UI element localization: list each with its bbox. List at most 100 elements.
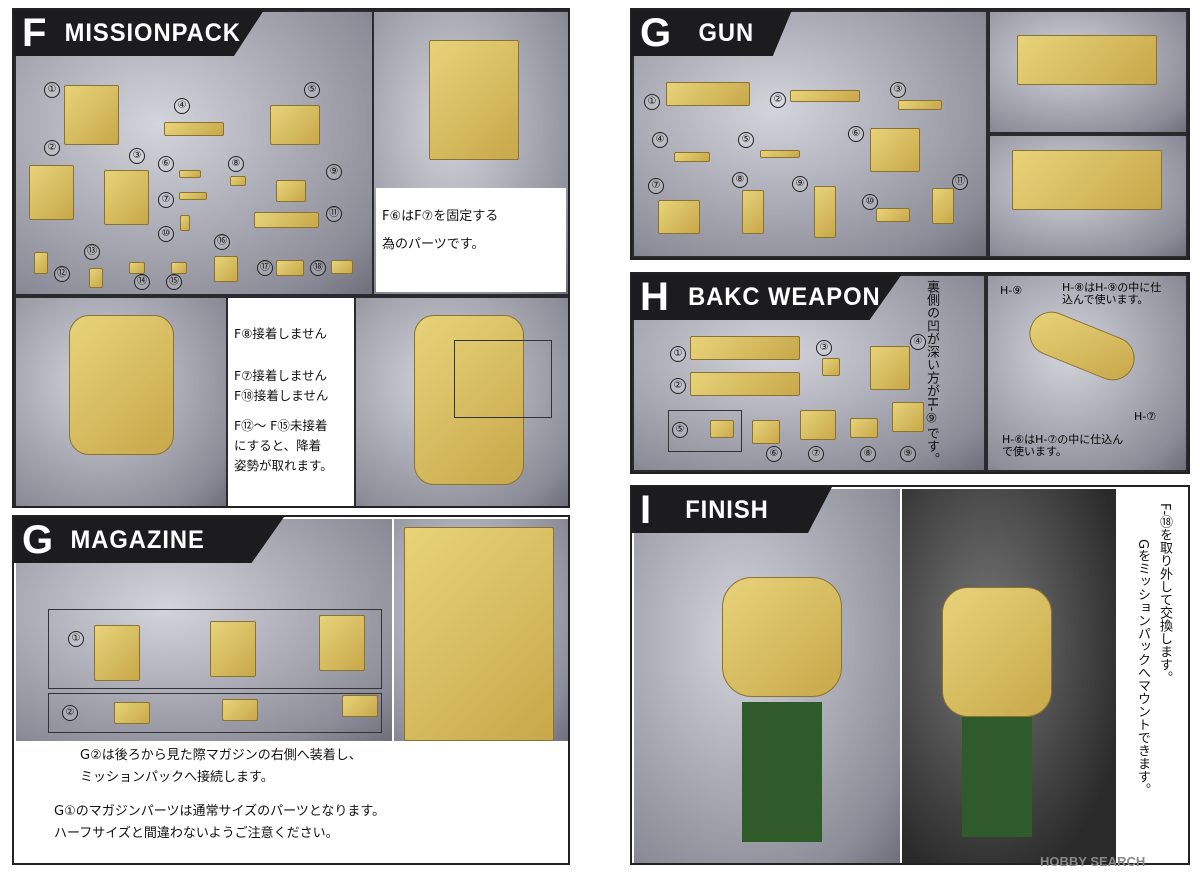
- model-part: [230, 176, 246, 186]
- part-number: ⑨: [792, 176, 808, 192]
- f-parts-photo: [16, 12, 372, 294]
- gun-model-magazine: [1012, 150, 1162, 210]
- g-mag-notes: G②は後ろから見た際マガジンの右側へ装着し、 ミッションパックへ接続します。 G…: [54, 745, 385, 845]
- section-title: GUN: [698, 18, 755, 47]
- part-number: ⑥: [848, 126, 864, 142]
- section-letter: G: [640, 10, 672, 55]
- g2-box: [48, 693, 382, 733]
- model-part: [742, 190, 764, 234]
- part-number: ⑧: [732, 172, 748, 188]
- i-header: I FINISH: [632, 487, 832, 533]
- part-number: ⑮: [166, 274, 182, 290]
- magazine-connector: [222, 699, 258, 721]
- model-part: [674, 152, 710, 162]
- caption-line: F⑦接着しません: [234, 368, 328, 383]
- model-part: [690, 336, 800, 360]
- part-number: ⑧: [860, 446, 876, 462]
- part-number: ⑤: [672, 422, 688, 438]
- mounted-magazines: [404, 527, 554, 741]
- part-number: ⑰: [257, 260, 273, 276]
- section-title: BAKC WEAPON: [687, 282, 881, 311]
- model-part: [760, 150, 800, 158]
- model-part: [898, 100, 942, 110]
- h-vertical-note: 裏側の凹が深い方がH-⑨です。: [924, 280, 939, 466]
- gun-model: [1017, 35, 1157, 85]
- model-part: [164, 122, 224, 136]
- part-number: ②: [44, 140, 60, 156]
- note-line: ミッションパックへ接続します。: [80, 770, 274, 785]
- caption-line: F⑱接着しません: [234, 388, 329, 403]
- part-number: ⑬: [84, 244, 100, 260]
- part-number: ⑱: [310, 260, 326, 276]
- caption-line: F⑧接着しません: [234, 326, 328, 341]
- h-assembly-photo: [988, 276, 1186, 470]
- f-caption-top: F⑥はF⑦を固定する 為のパーツです。: [376, 188, 566, 292]
- part-number: ④: [174, 98, 190, 114]
- model-part: [64, 85, 119, 145]
- section-i-finish: I FINISH F-⑱を取り外して交換します。 Gをミッションパックへマウントで…: [630, 485, 1190, 865]
- magazine-part: [210, 621, 256, 677]
- note-line: ハーフサイズと間違わないようご注意ください。: [54, 826, 339, 841]
- h5-box: [668, 410, 742, 452]
- part-number: ⑤: [738, 132, 754, 148]
- model-part: [870, 346, 910, 390]
- model-part: [276, 260, 304, 276]
- part-number: ⑩: [862, 194, 878, 210]
- model-part: [666, 82, 750, 106]
- i-notes: F-⑱を取り外して交換します。 Gをミッションパックへマウントできます。: [1118, 489, 1188, 863]
- model-part: [171, 262, 187, 274]
- model-part: [180, 215, 190, 231]
- model-part: [331, 260, 353, 274]
- part-number: ⑥: [766, 446, 782, 462]
- model-part: [29, 165, 74, 220]
- note-line: G②は後ろから見た際マガジンの右側へ装着し、: [80, 748, 362, 763]
- model-part: [658, 200, 700, 234]
- part-number: ①: [644, 94, 660, 110]
- part-number: ⑫: [54, 266, 70, 282]
- caption-line: 姿勢が取れます。: [234, 458, 333, 473]
- model-part: [814, 186, 836, 238]
- part-number: ⑥: [158, 156, 174, 172]
- part-number: ⑧: [228, 156, 244, 172]
- missionpack-part: [429, 40, 519, 160]
- robot-back-model: [942, 587, 1052, 717]
- part-number: ①: [44, 82, 60, 98]
- callout: H-⑧はH-⑨の中に仕込んで使います。: [1062, 281, 1162, 306]
- model-part: [254, 212, 319, 228]
- model-part: [690, 372, 800, 396]
- part-number: ④: [910, 334, 926, 350]
- part-number: ②: [770, 92, 786, 108]
- part-number: ⑨: [900, 446, 916, 462]
- section-title: MISSIONPACK: [65, 18, 242, 47]
- model-part: [822, 358, 840, 376]
- part-number: ②: [670, 378, 686, 394]
- model-part: [104, 170, 149, 225]
- section-letter: G: [22, 517, 54, 562]
- backpack-side-model: [414, 315, 524, 485]
- model-part: [179, 170, 201, 178]
- part-number: ⑭: [134, 274, 150, 290]
- part-number: ⑦: [808, 446, 824, 462]
- robot-front-model: [722, 577, 842, 697]
- part-number: ⑦: [648, 178, 664, 194]
- model-part: [276, 180, 306, 202]
- caption-line: 為のパーツです。: [382, 237, 485, 252]
- model-part: [892, 402, 924, 432]
- model-part: [34, 252, 48, 274]
- callout: H-⑨: [1000, 284, 1023, 297]
- note-line: Gをミッションパックへマウントできます。: [1135, 539, 1150, 797]
- f-caption-mid: F⑧接着しません F⑦接着しません F⑱接着しません F⑫～ F⑮未接着 にする…: [228, 298, 354, 506]
- model-part: [89, 268, 103, 288]
- section-title: MAGAZINE: [70, 525, 205, 554]
- model-part: [932, 188, 954, 224]
- section-title: FINISH: [685, 495, 769, 524]
- part-number: ③: [890, 82, 906, 98]
- magazine-part: [319, 615, 365, 671]
- model-part: [214, 256, 238, 282]
- section-letter: I: [640, 487, 652, 532]
